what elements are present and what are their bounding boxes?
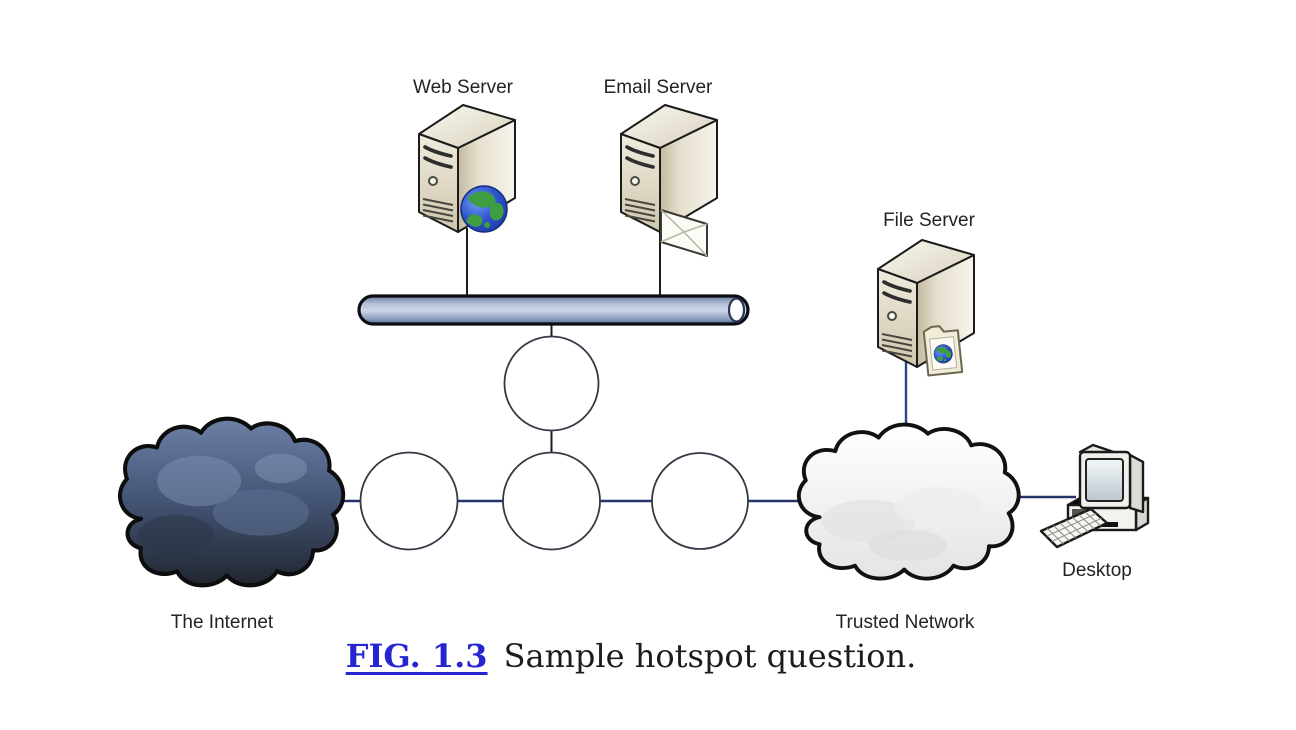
desktop-label: Desktop: [1062, 560, 1132, 581]
web-server-icon: [417, 103, 517, 234]
email-server-icon: [619, 103, 719, 257]
hotspot-circle-top[interactable]: [503, 335, 600, 432]
keyboard-icon: [1039, 507, 1109, 549]
caption-text: Sample hotspot question.: [503, 637, 917, 675]
envelope-icon: [660, 209, 708, 257]
trusted-network-label: Trusted Network: [836, 612, 975, 633]
file-server-label: File Server: [883, 210, 976, 231]
hotspot-circle-left[interactable]: [359, 451, 459, 551]
desktop-computer-icon: [1039, 443, 1150, 549]
hotspot-circle-middle[interactable]: [502, 451, 601, 551]
figure-link[interactable]: FIG. 1.3: [345, 637, 488, 675]
web-server-label: Web Server: [413, 77, 514, 98]
internet-label: The Internet: [171, 612, 274, 633]
trusted-network-cloud-icon: [796, 422, 1021, 581]
email-server-label: Email Server: [604, 77, 713, 98]
crt-monitor-icon: [1078, 443, 1145, 514]
bus-end-cap: [727, 297, 746, 323]
file-server-icon: [876, 238, 976, 377]
globe-icon: [460, 185, 508, 233]
hotspot-circle-right[interactable]: [651, 452, 749, 550]
internet-cloud-icon: [120, 419, 343, 586]
folder-icon: [922, 325, 964, 377]
network-bus-segment: [357, 294, 750, 326]
figure-caption: FIG. 1.3 Sample hotspot question.: [0, 637, 1296, 675]
